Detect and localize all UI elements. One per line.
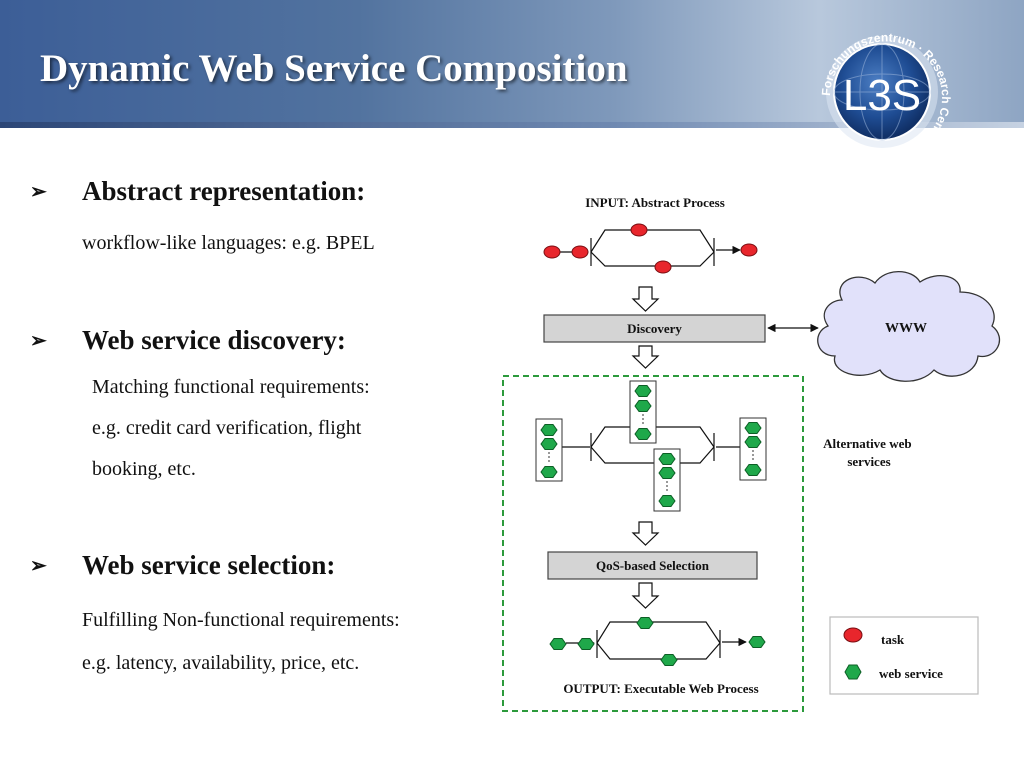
www-cloud [817, 270, 1000, 382]
abstract-process-flow [543, 223, 758, 274]
legend-task-label: task [881, 632, 905, 647]
down-arrow-icon [631, 286, 660, 312]
service-legend-icon [844, 664, 862, 680]
down-arrow-icon [631, 582, 660, 609]
header-stripe [0, 122, 1024, 128]
logo-text: L3S [843, 71, 921, 120]
discovery-label: Discovery [627, 321, 682, 336]
task-node [654, 260, 672, 274]
bullet-marker-icon: ➢ [30, 330, 47, 352]
output-label: OUTPUT: Executable Web Process [563, 681, 758, 696]
slide-title: Dynamic Web Service Composition [40, 47, 628, 90]
task-node [630, 223, 648, 237]
bullet-line: Fulfilling Non-functional requirements: [82, 609, 400, 631]
bullet-line: booking, etc. [92, 458, 196, 480]
www-label: WWW [885, 321, 927, 336]
selection-box [547, 551, 758, 580]
task-node [740, 243, 758, 257]
down-arrow-icon [631, 345, 660, 369]
alternatives-label: Alternative web services [823, 436, 915, 469]
bullet-marker-icon: ➢ [30, 181, 47, 203]
task-legend-icon [843, 627, 863, 643]
task-node [543, 245, 561, 259]
bullet-line: workflow-like languages: e.g. BPEL [82, 232, 375, 254]
bullet-line: e.g. latency, availability, price, etc. [82, 652, 360, 674]
task-node [571, 245, 589, 259]
bullet-heading-selection: ➢ Web service selection: [30, 550, 335, 581]
input-label: INPUT: Abstract Process [585, 195, 725, 210]
legend-service-label: web service [879, 666, 943, 681]
bullet-marker-icon: ➢ [30, 555, 47, 577]
alternative-services-flow [535, 380, 767, 512]
bullet-heading-discovery: ➢ Web service discovery: [30, 325, 346, 356]
bullet-heading-text: Web service discovery: [82, 325, 346, 355]
discovery-box [543, 314, 766, 343]
bullet-line: Matching functional requirements: [92, 376, 370, 398]
down-arrow-icon [631, 521, 660, 546]
bullet-heading-abstract: ➢ Abstract representation: [30, 176, 365, 207]
bullet-heading-text: Abstract representation: [82, 176, 366, 206]
alternatives-container [502, 375, 804, 712]
selection-label: QoS-based Selection [596, 558, 710, 573]
executable-process-flow [549, 617, 766, 666]
bullet-heading-text: Web service selection: [82, 550, 336, 580]
bullet-line: e.g. credit card verification, flight [92, 417, 362, 439]
l3s-logo: L3S Forschungszentrum · Research Center [819, 30, 953, 148]
